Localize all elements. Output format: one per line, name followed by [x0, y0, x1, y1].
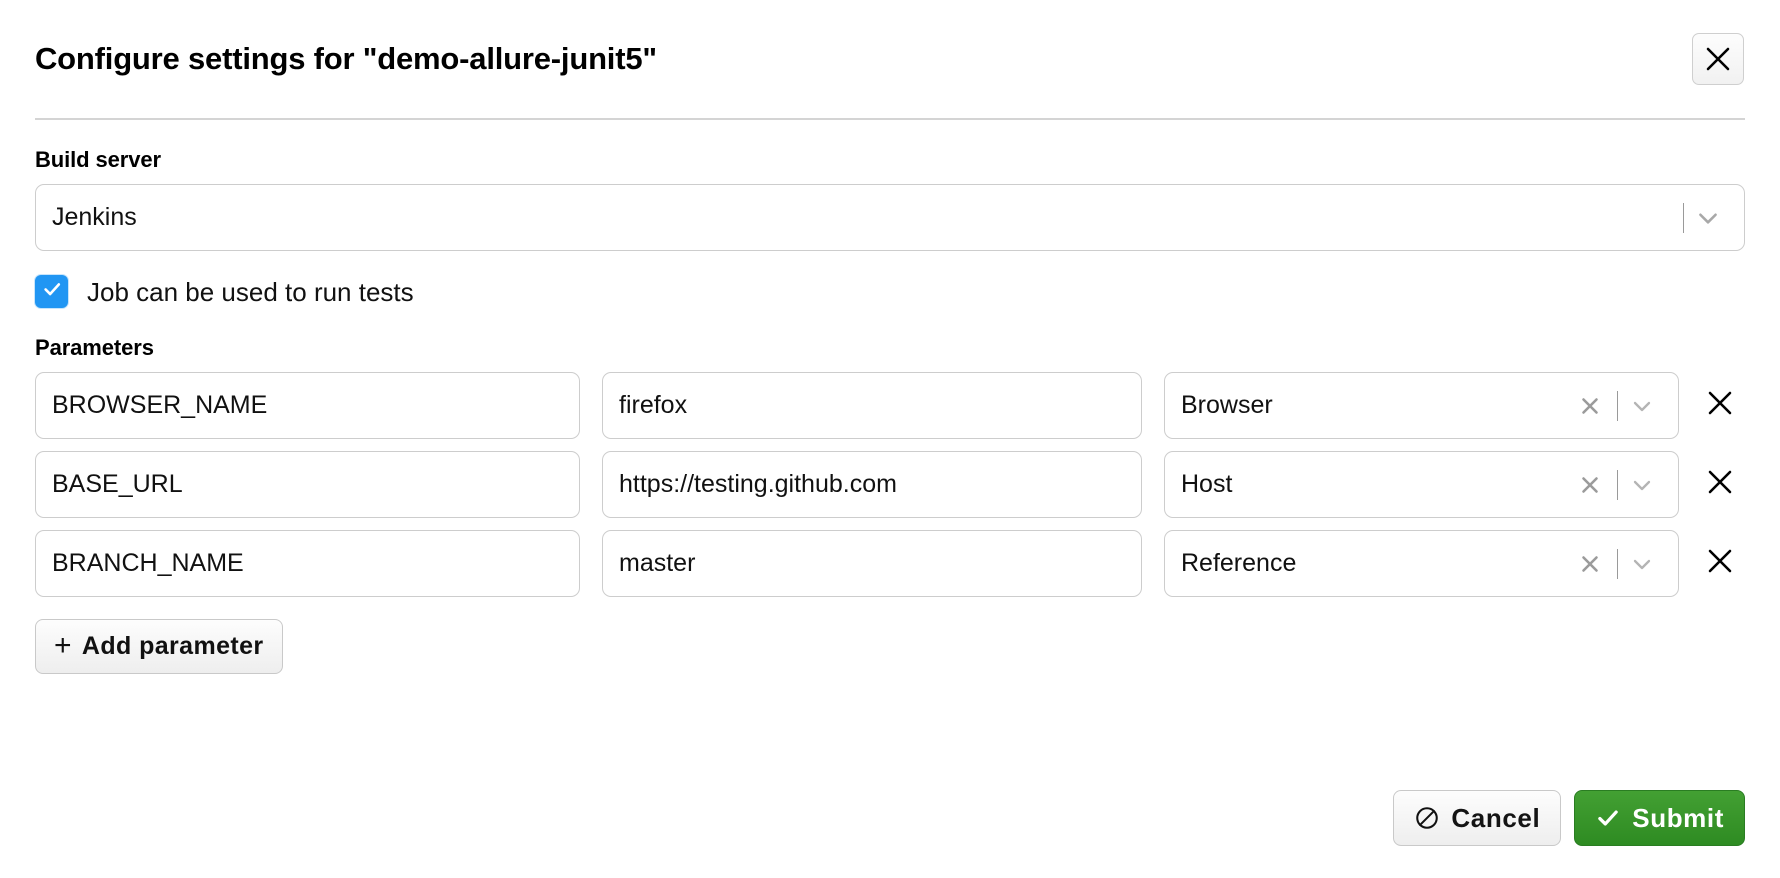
chevron-down-icon[interactable]: [1628, 544, 1662, 584]
param-type-select[interactable]: Browser: [1164, 372, 1679, 439]
cancel-label: Cancel: [1451, 802, 1541, 833]
add-parameter-button[interactable]: + Add parameter: [35, 619, 283, 674]
param-type-select-tools: [1573, 544, 1662, 584]
param-value-input[interactable]: master: [602, 530, 1142, 597]
param-type-select-tools: [1573, 465, 1662, 505]
param-type-select[interactable]: Reference: [1164, 530, 1679, 597]
table-row: BROWSER_NAME firefox Browser: [35, 372, 1745, 439]
param-name-input[interactable]: BASE_URL: [35, 451, 580, 518]
param-value-value: master: [619, 551, 696, 576]
remove-row-x-icon: [1705, 546, 1735, 581]
remove-row-x-icon: [1705, 467, 1735, 502]
param-name-value: BASE_URL: [52, 472, 183, 497]
clear-x-icon[interactable]: [1573, 465, 1607, 505]
param-type-select-tools: [1573, 386, 1662, 426]
submit-label: Submit: [1632, 802, 1724, 833]
param-name-input[interactable]: BRANCH_NAME: [35, 530, 580, 597]
select-separator: [1683, 202, 1684, 233]
select-separator: [1617, 390, 1618, 421]
clear-x-icon[interactable]: [1573, 544, 1607, 584]
table-row: BRANCH_NAME master Reference: [35, 530, 1745, 597]
param-value-input[interactable]: firefox: [602, 372, 1142, 439]
param-type-value: Browser: [1181, 393, 1273, 418]
chevron-down-icon[interactable]: [1628, 465, 1662, 505]
param-name-input[interactable]: BROWSER_NAME: [35, 372, 580, 439]
job-run-tests-label: Job can be used to run tests: [87, 276, 414, 307]
table-row: BASE_URL https://testing.github.com Host: [35, 451, 1745, 518]
param-type-value: Host: [1181, 472, 1233, 497]
header-divider: [35, 118, 1745, 120]
add-parameter-label: Add parameter: [81, 632, 264, 660]
clear-x-icon[interactable]: [1573, 386, 1607, 426]
chevron-down-icon[interactable]: [1628, 386, 1662, 426]
cancel-button[interactable]: Cancel: [1393, 790, 1562, 846]
close-icon: [1703, 44, 1733, 74]
parameters-list: BROWSER_NAME firefox Browser: [35, 372, 1745, 597]
remove-row-button[interactable]: [1689, 467, 1751, 502]
remove-row-button[interactable]: [1689, 388, 1751, 423]
job-run-tests-checkbox[interactable]: [35, 275, 68, 308]
build-server-value: Jenkins: [52, 205, 137, 230]
param-value-input[interactable]: https://testing.github.com: [602, 451, 1142, 518]
param-name-value: BROWSER_NAME: [52, 393, 268, 418]
check-icon: [41, 278, 63, 305]
select-separator: [1617, 548, 1618, 579]
remove-row-button[interactable]: [1689, 546, 1751, 581]
build-server-select[interactable]: Jenkins: [35, 184, 1745, 251]
chevron-down-icon[interactable]: [1694, 198, 1728, 238]
param-value-value: https://testing.github.com: [619, 472, 897, 497]
param-type-select[interactable]: Host: [1164, 451, 1679, 518]
check-icon: [1595, 805, 1621, 831]
job-run-tests-row[interactable]: Job can be used to run tests: [35, 275, 1745, 308]
plus-icon: +: [54, 628, 72, 662]
remove-row-x-icon: [1705, 388, 1735, 423]
param-name-value: BRANCH_NAME: [52, 551, 244, 576]
submit-button[interactable]: Submit: [1574, 790, 1745, 846]
build-server-label: Build server: [35, 147, 161, 172]
build-server-select-tools: [1673, 198, 1728, 238]
ban-icon: [1414, 805, 1440, 831]
close-button[interactable]: [1692, 33, 1744, 85]
parameters-label: Parameters: [35, 335, 154, 360]
page-title: Configure settings for "demo-allure-juni…: [35, 41, 657, 76]
select-separator: [1617, 469, 1618, 500]
param-type-value: Reference: [1181, 551, 1297, 576]
dialog-header: Configure settings for "demo-allure-juni…: [35, 0, 1745, 118]
dialog-footer: Cancel Submit: [1393, 790, 1745, 846]
param-value-value: firefox: [619, 393, 688, 418]
